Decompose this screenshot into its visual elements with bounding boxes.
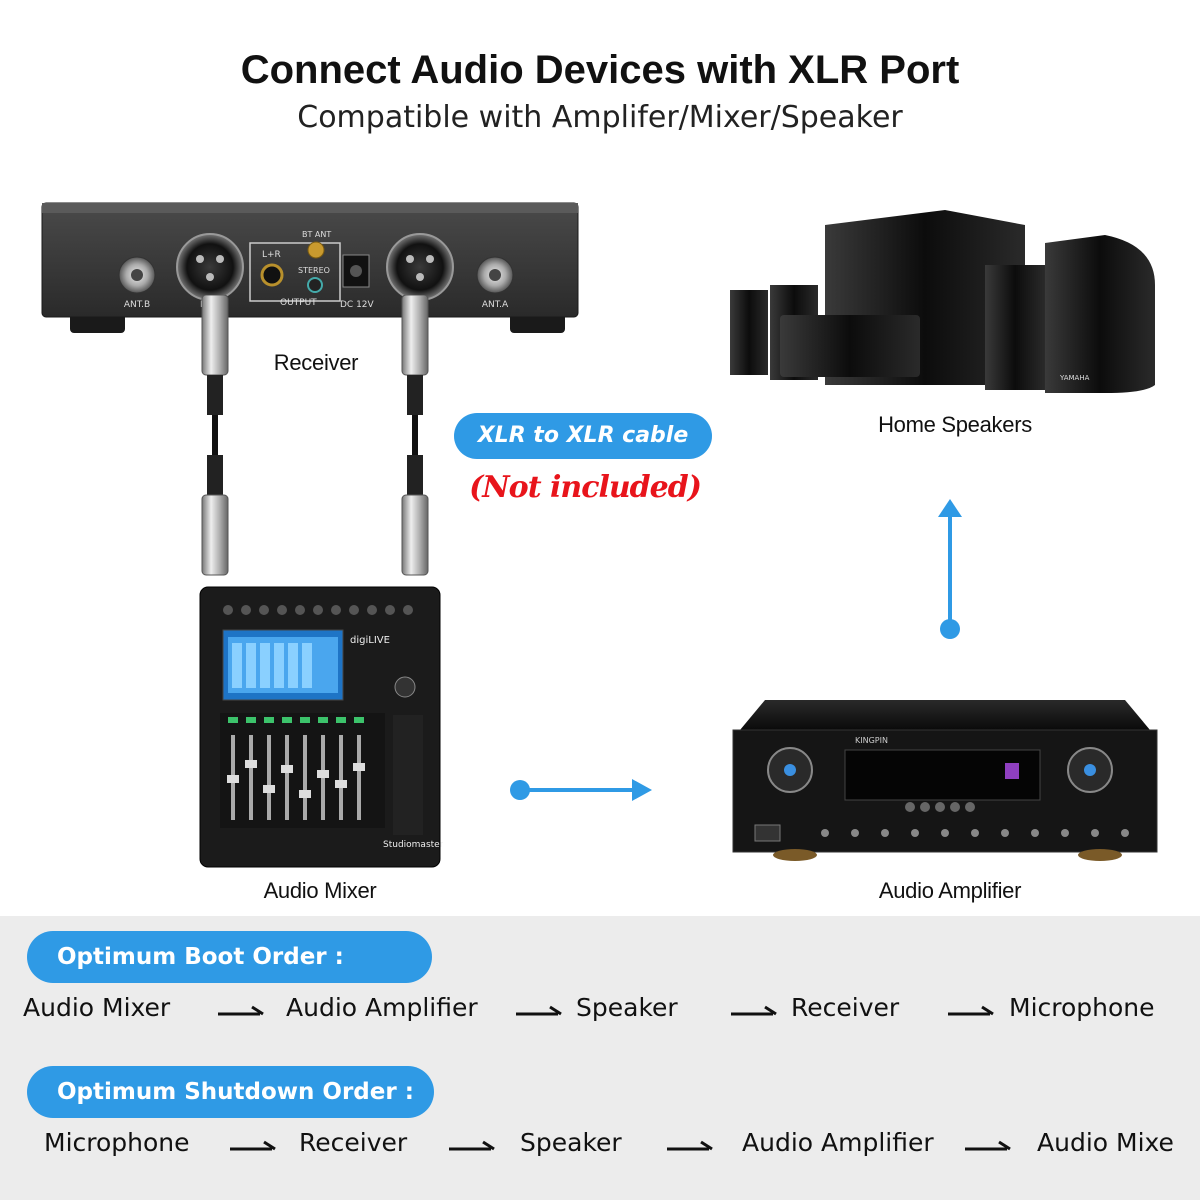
- audio-amplifier-label: Audio Amplifier: [878, 878, 1022, 903]
- ant-b-label: ANT.B: [124, 300, 150, 310]
- receiver-image: ANT.B B L+R STEREO OUTPUT BT ANT DC 12V …: [41, 202, 579, 333]
- page-title: Connect Audio Devices with XLR Port: [240, 48, 960, 92]
- shutdown-step: Microphone: [44, 1128, 190, 1157]
- shutdown-step: Audio Mixe: [1037, 1128, 1174, 1157]
- boot-step: Microphone: [1009, 993, 1155, 1022]
- amplifier-brand: KINGPIN: [855, 736, 888, 745]
- shutdown-order-title: Optimum Shutdown Order :: [27, 1066, 434, 1118]
- boot-step: Receiver: [791, 993, 900, 1022]
- svg-text:DC 12V: DC 12V: [340, 300, 375, 310]
- mixer-model: Studiomaster: [383, 840, 443, 850]
- speaker-brand: YAMAHA: [1059, 374, 1090, 382]
- boot-step: Audio Amplifier: [286, 993, 478, 1022]
- shutdown-step: Audio Amplifier: [742, 1128, 934, 1157]
- xlr-cable-right: [401, 295, 429, 576]
- arrow-right-icon: [230, 1140, 276, 1151]
- arrow-right-icon: [667, 1140, 713, 1151]
- receiver-label: Receiver: [273, 350, 359, 375]
- audio-mixer-label: Audio Mixer: [263, 878, 377, 903]
- arrow-amplifier-to-speakers: [938, 499, 962, 639]
- boot-order-title: Optimum Boot Order :: [27, 931, 432, 983]
- shutdown-step: Speaker: [520, 1128, 622, 1157]
- arrow-right-icon: [516, 1005, 562, 1016]
- mixer-brand: digiLIVE: [350, 635, 390, 646]
- arrow-mixer-to-amplifier: [510, 779, 652, 801]
- svg-text:L+R: L+R: [262, 250, 281, 260]
- xlr-cable-pill: XLR to XLR cable: [454, 413, 712, 459]
- arrow-right-icon: [731, 1005, 777, 1016]
- arrow-right-icon: [948, 1005, 994, 1016]
- arrow-right-icon: [965, 1140, 1011, 1151]
- not-included-note: (Not included): [469, 470, 702, 505]
- home-speakers-label: Home Speakers: [878, 412, 1032, 437]
- svg-text:STEREO: STEREO: [298, 266, 330, 275]
- boot-step: Audio Mixer: [23, 993, 171, 1022]
- shutdown-step: Receiver: [299, 1128, 408, 1157]
- xlr-cables: [201, 295, 429, 576]
- arrow-right-icon: [218, 1005, 264, 1016]
- boot-step: Speaker: [576, 993, 678, 1022]
- page-subtitle: Compatible with Amplifer/Mixer/Speaker: [297, 100, 903, 135]
- xlr-cable-left: [201, 295, 229, 576]
- audio-mixer-image: digiLIVE Studiomaster: [199, 586, 443, 868]
- svg-text:BT ANT: BT ANT: [302, 230, 331, 239]
- arrow-right-icon: [449, 1140, 495, 1151]
- audio-amplifier-image: KINGPIN: [732, 700, 1158, 861]
- ant-a-label: ANT.A: [482, 300, 509, 310]
- svg-text:OUTPUT: OUTPUT: [280, 298, 317, 308]
- home-speakers-image: YAMAHA: [730, 210, 1155, 393]
